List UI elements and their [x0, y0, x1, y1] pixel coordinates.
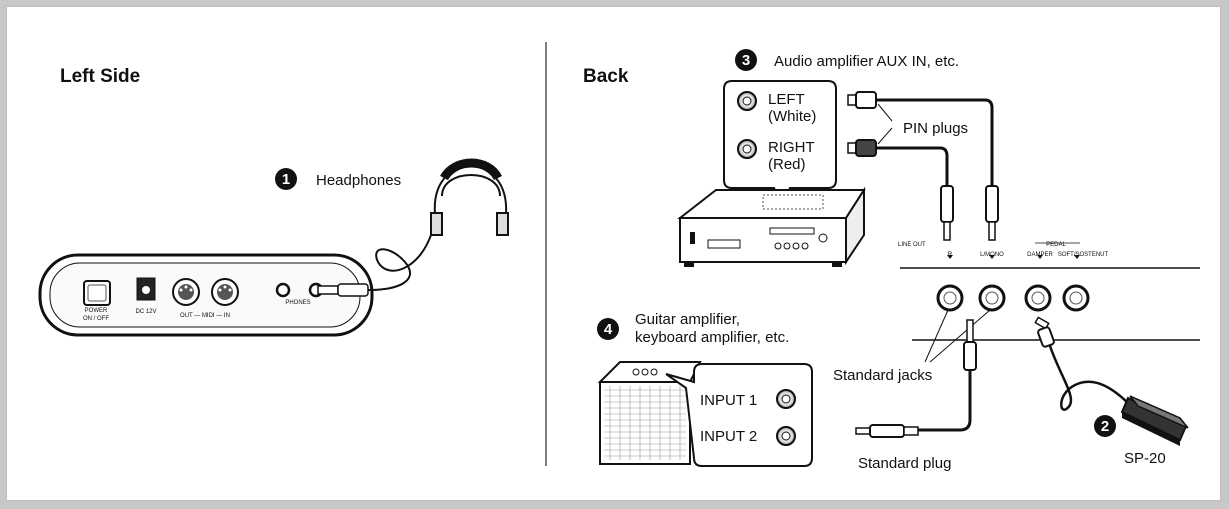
guitar-number-badge	[597, 318, 619, 340]
midi-out-port[interactable]	[172, 278, 200, 306]
pin-plug-red	[847, 139, 877, 157]
phones-jack-1[interactable]	[275, 282, 291, 298]
aux-right-sub-label: (Red)	[768, 156, 806, 173]
pin-plug-white	[847, 91, 877, 109]
guitar-label-line1: Guitar amplifier,	[635, 311, 740, 328]
standard-plug-label: Standard plug	[858, 455, 951, 472]
aux-right-jack[interactable]	[737, 139, 757, 159]
power-sub-label: ON / OFF	[83, 316, 109, 322]
power-button[interactable]	[83, 280, 111, 306]
input1-label: INPUT 1	[700, 392, 757, 409]
guitar-amplifier-icon	[597, 361, 702, 465]
audio-number: 3	[742, 52, 750, 69]
audio-number-badge	[735, 49, 757, 71]
guitar-input-callout	[665, 363, 813, 467]
pedal-number: 2	[1101, 418, 1109, 435]
pedal-label: PEDAL	[1046, 242, 1066, 248]
guitar-number: 4	[604, 321, 613, 338]
pedal-plug	[1034, 316, 1055, 348]
headphones-icon	[430, 158, 509, 236]
plug-r	[940, 185, 954, 241]
headphone-cable	[367, 231, 433, 291]
pin-plugs-label: PIN plugs	[903, 120, 968, 137]
plug-l-mono	[985, 185, 999, 241]
input2-jack[interactable]	[776, 426, 796, 446]
phones-label: PHONES	[285, 300, 310, 306]
audio-label: Audio amplifier AUX IN, etc.	[774, 53, 959, 70]
pedal-model-label: SP-20	[1124, 450, 1166, 467]
input1-jack[interactable]	[776, 389, 796, 409]
pedal-cable	[1048, 345, 1131, 411]
rear-jack-r[interactable]	[936, 284, 964, 312]
left-side-heading: Left Side	[60, 66, 140, 87]
headphones-number-badge	[275, 168, 297, 190]
standard-plug-vertical	[963, 319, 977, 371]
headphone-plug	[317, 283, 369, 297]
aux-left-sub-label: (White)	[768, 108, 816, 125]
headphones-number: 1	[282, 171, 290, 188]
standard-plug-cable	[918, 370, 972, 432]
back-heading: Back	[583, 66, 629, 87]
left-side-panel: POWER ON / OFF DC 12V OUT — MIDI — IN PH…	[38, 253, 374, 337]
standard-plug-horizontal	[855, 424, 919, 438]
line-out-label: LINE OUT	[898, 242, 926, 248]
midi-in-port[interactable]	[211, 278, 239, 306]
aux-left-label: LEFT	[768, 91, 805, 108]
aux-right-label: RIGHT	[768, 139, 815, 156]
power-label: POWER	[85, 308, 108, 314]
rear-jack-soft-sostenuto[interactable]	[1062, 284, 1090, 312]
aux-left-jack[interactable]	[737, 91, 757, 111]
input2-label: INPUT 2	[700, 428, 757, 445]
rear-jack-l-mono[interactable]	[978, 284, 1006, 312]
sp20-pedal-icon	[1120, 395, 1189, 446]
soft-sostenuto-label: SOFT/SOSTENUT	[1058, 252, 1109, 258]
dc-label: DC 12V	[135, 309, 156, 315]
rear-jack-damper[interactable]	[1024, 284, 1052, 312]
red-cable	[876, 146, 949, 186]
guitar-label-line2: keyboard amplifier, etc.	[635, 329, 789, 346]
midi-label: OUT — MIDI — IN	[180, 313, 230, 319]
standard-jacks-label: Standard jacks	[833, 367, 932, 384]
pedal-number-badge	[1094, 415, 1116, 437]
dc-jack[interactable]	[136, 277, 156, 301]
audio-amplifier-icon	[677, 186, 866, 267]
headphones-label: Headphones	[316, 172, 401, 189]
white-cable	[876, 98, 994, 186]
